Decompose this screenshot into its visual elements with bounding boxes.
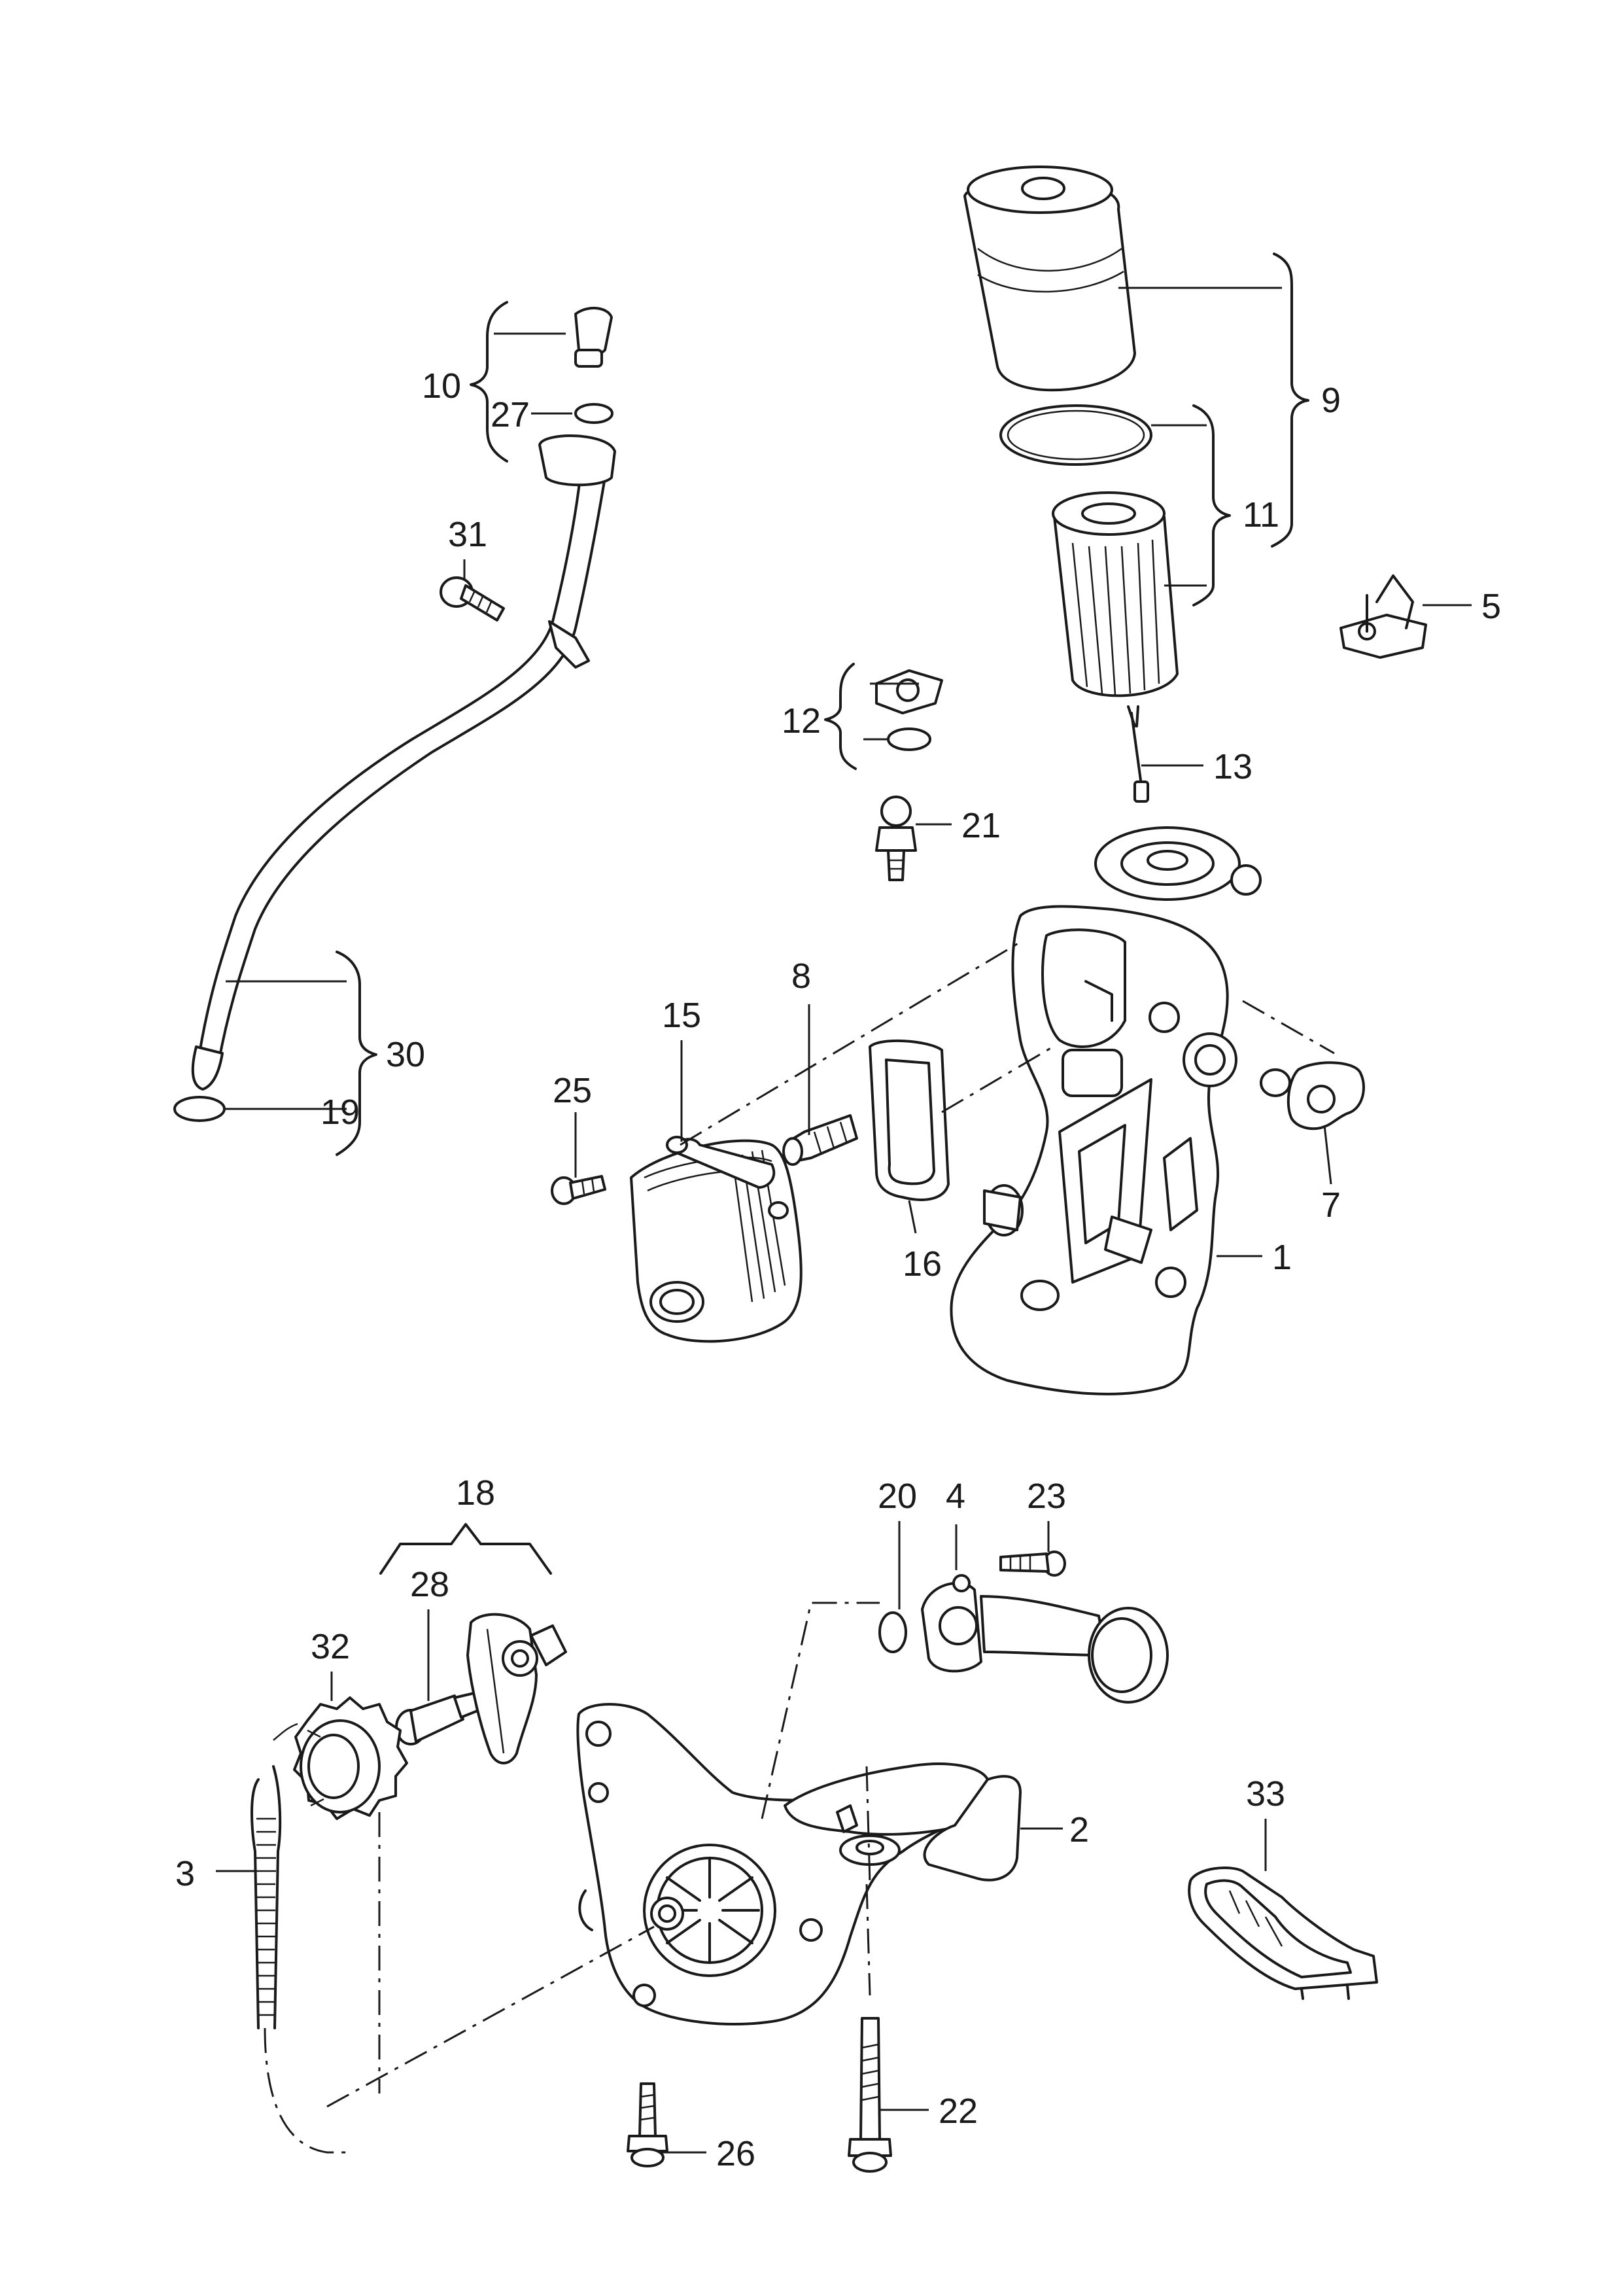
bolt-23 <box>999 1550 1066 1577</box>
oil-cooler <box>630 1136 803 1343</box>
relief-valve <box>782 1114 858 1166</box>
gasket-set <box>1260 1061 1365 1130</box>
callout-13: 13 <box>1213 747 1253 786</box>
o-ring-19 <box>173 1096 226 1122</box>
callout-20: 20 <box>878 1477 917 1516</box>
callout-23: 23 <box>1027 1477 1066 1516</box>
callout-27: 27 <box>491 395 530 434</box>
callout-10: 10 <box>422 366 461 406</box>
retaining-clip <box>1339 574 1427 659</box>
cooler-gasket <box>869 1039 950 1201</box>
o-ring-20 <box>878 1611 907 1653</box>
callout-15: 15 <box>662 996 701 1035</box>
callout-22: 22 <box>939 2092 978 2131</box>
callout-5: 5 <box>1481 587 1501 626</box>
oil-baffle <box>1188 1866 1378 2000</box>
level-sensor <box>1127 705 1149 803</box>
bolt-31 <box>440 576 505 622</box>
callout-32: 32 <box>311 1627 350 1666</box>
callout-33: 33 <box>1246 1774 1285 1813</box>
callout-18: 18 <box>456 1473 495 1513</box>
callout-16: 16 <box>903 1244 942 1284</box>
bolt-22 <box>848 2017 892 2173</box>
callout-3: 3 <box>175 1854 195 1893</box>
dipstick-tube <box>191 434 616 1091</box>
timing-chain <box>251 1723 298 2029</box>
callout-25: 25 <box>553 1071 592 1110</box>
bolt-25 <box>551 1175 606 1205</box>
callout-9: 9 <box>1321 381 1341 420</box>
callout-31: 31 <box>448 515 487 554</box>
oil-pickup-pipe <box>921 1574 1169 1704</box>
drive-sprocket <box>293 1696 408 1820</box>
callout-12: 12 <box>782 701 821 741</box>
callout-21: 21 <box>961 806 1001 845</box>
callout-30: 30 <box>386 1035 425 1074</box>
sender-cap <box>875 669 943 751</box>
filter-o-ring <box>999 404 1152 466</box>
callout-28: 28 <box>410 1565 449 1604</box>
oil-filter-cap <box>963 166 1136 392</box>
tensioner-pin <box>395 1692 479 1745</box>
callout-11: 11 <box>1243 495 1279 534</box>
callout-26: 26 <box>716 2134 755 2173</box>
callout-7: 7 <box>1321 1185 1341 1225</box>
callout-19: 19 <box>320 1093 360 1132</box>
oil-pump <box>576 1703 1022 2025</box>
callout-2: 2 <box>1069 1810 1089 1849</box>
filter-element <box>1052 491 1179 697</box>
o-ring-27 <box>574 403 613 424</box>
callout-4: 4 <box>946 1477 965 1516</box>
dipstick-handle <box>574 306 613 368</box>
chain-tensioner <box>466 1613 567 1764</box>
oil-filter-bracket <box>950 826 1262 1395</box>
callout-8: 8 <box>791 956 811 996</box>
oil-pressure-switch <box>875 796 917 881</box>
bolt-26 <box>627 2082 668 2167</box>
callout-1: 1 <box>1272 1238 1292 1277</box>
